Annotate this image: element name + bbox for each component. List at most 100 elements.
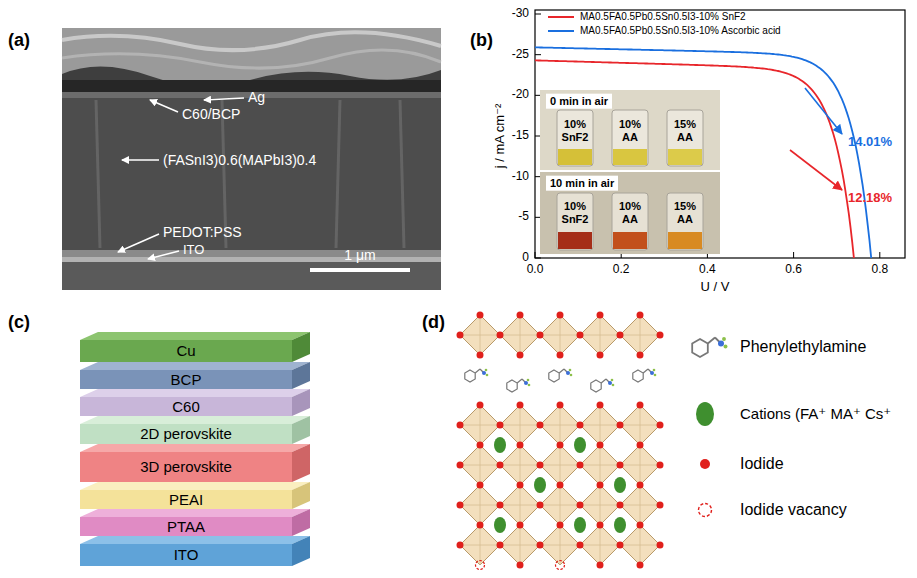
legend-text: Iodide: [740, 455, 784, 473]
octahedron: [460, 445, 500, 485]
octahedron: [460, 485, 500, 525]
slab-text-area: PTAA: [80, 517, 292, 536]
figure-label: j / mA cm⁻²: [493, 104, 508, 169]
slab-side: [292, 332, 310, 362]
iodide: [517, 312, 524, 319]
iodide: [657, 462, 664, 469]
panel-letter: (d): [422, 312, 445, 333]
slab-front: [80, 544, 292, 566]
figure-label: PEDOT:PSS: [163, 224, 242, 240]
octahedron: [540, 315, 580, 355]
slab-top: [80, 389, 310, 397]
iodide: [577, 542, 584, 549]
slab-top: [80, 509, 310, 517]
layer-slab: C60: [80, 389, 310, 416]
octahedron: [500, 315, 540, 355]
iodide: [477, 352, 484, 359]
iodide: [557, 352, 564, 359]
crystal-structure: [457, 312, 664, 570]
figure-label: 10% SnF2: [555, 118, 595, 143]
octahedron: [620, 525, 660, 565]
layer-label: PTAA: [167, 519, 205, 535]
iodide: [577, 502, 584, 509]
iodide: [577, 332, 584, 339]
figure-label: 14.01%: [848, 135, 892, 150]
layer-slab: BCP: [80, 362, 310, 389]
figure-label: ITO: [183, 243, 204, 258]
figure-label: Ag: [248, 89, 265, 105]
octahedron: [580, 445, 620, 485]
iodide: [617, 502, 624, 509]
iodide: [497, 502, 504, 509]
tick: [535, 54, 541, 55]
iodide-vacancy: [556, 561, 565, 570]
octahedron-edge: [520, 405, 521, 445]
iodide: [517, 562, 524, 569]
figure-label: 10% AA: [610, 118, 650, 143]
layer-slab: PTAA: [80, 509, 310, 536]
octahedron: [580, 525, 620, 565]
slab-side: [292, 416, 310, 444]
layer-label: BCP: [171, 372, 202, 388]
octahedron-edge: [560, 315, 561, 355]
iodide: [597, 482, 604, 489]
iodide: [557, 442, 564, 449]
layer-slab: ITO: [80, 536, 310, 566]
octahedron-edge: [600, 315, 601, 355]
octahedron: [580, 315, 620, 355]
octahedron: [460, 315, 500, 355]
iodide: [637, 442, 644, 449]
figure-label: -10: [512, 170, 529, 184]
octahedron-edge: [480, 525, 481, 565]
iodide: [597, 402, 604, 409]
octahedron-edge: [520, 315, 521, 355]
cation: [494, 437, 506, 453]
iodide: [557, 522, 564, 529]
octahedron-edge: [640, 315, 641, 355]
iodide: [557, 402, 564, 409]
slab-text-area: 2D perovskite: [80, 424, 292, 444]
slab-front: [80, 490, 292, 509]
octahedron-edge: [520, 485, 521, 525]
figure-label: 0.0: [527, 263, 544, 277]
figure-label: 0.2: [613, 263, 630, 277]
iodide: [497, 462, 504, 469]
iodide: [457, 332, 464, 339]
iodide: [577, 422, 584, 429]
slab-top: [80, 444, 310, 452]
jv-curve: [535, 47, 871, 258]
iodide: [457, 502, 464, 509]
octahedron-edge: [520, 445, 521, 485]
octahedron: [540, 525, 580, 565]
sem-image: [62, 28, 441, 290]
iodide: [577, 462, 584, 469]
octahedron-edge: [560, 405, 561, 445]
phenylethylamine: [591, 379, 615, 392]
legend-line-swatch: [548, 16, 574, 18]
figure-label: 10% SnF2: [555, 200, 595, 225]
slab-top: [80, 332, 310, 340]
slab-text-area: BCP: [80, 370, 292, 389]
iodide: [517, 442, 524, 449]
octahedron-edge: [640, 405, 641, 445]
figure-label: -5: [518, 210, 529, 224]
phenylethylamine: [507, 379, 531, 392]
octahedron-edge: [560, 445, 561, 485]
iodide: [537, 542, 544, 549]
slab-front: [80, 452, 292, 482]
slab-side: [292, 482, 310, 509]
octahedron: [500, 485, 540, 525]
iodide: [597, 442, 604, 449]
chart-frame: [535, 10, 905, 258]
iodide: [557, 482, 564, 489]
layer-slab: 2D perovskite: [80, 416, 310, 444]
slab-side: [292, 509, 310, 536]
iodide: [637, 402, 644, 409]
slab-text-area: 3D perovskite: [80, 452, 292, 482]
octahedron: [620, 405, 660, 445]
figure-label: (FASnI3)0.6(MAPbI3)0.4: [163, 152, 316, 168]
slab-front: [80, 340, 292, 362]
iodide: [517, 402, 524, 409]
octahedron-edge: [480, 445, 481, 485]
iodide: [617, 542, 624, 549]
